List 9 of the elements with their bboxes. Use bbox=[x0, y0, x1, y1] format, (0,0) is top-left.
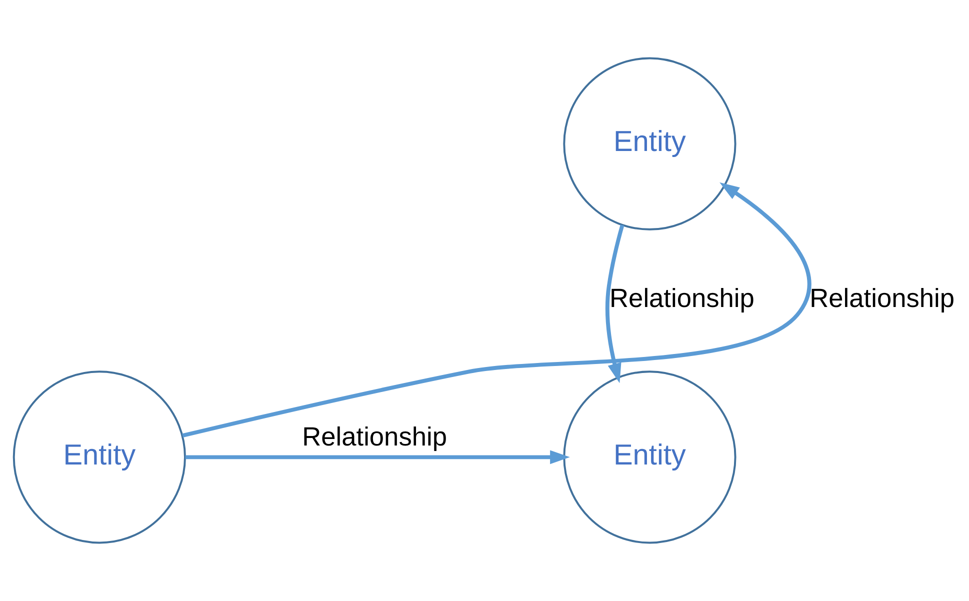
node-circle: Entity bbox=[563, 370, 736, 544]
arrow bbox=[185, 450, 570, 464]
edge-label: Relationship bbox=[610, 283, 754, 314]
node-circle: Entity bbox=[563, 57, 736, 230]
edge-label: Relationship bbox=[810, 283, 954, 314]
edge-label: Relationship bbox=[302, 421, 447, 452]
node-circle: Entity bbox=[12, 370, 186, 544]
arrow bbox=[182, 182, 811, 438]
arrow bbox=[605, 224, 624, 384]
